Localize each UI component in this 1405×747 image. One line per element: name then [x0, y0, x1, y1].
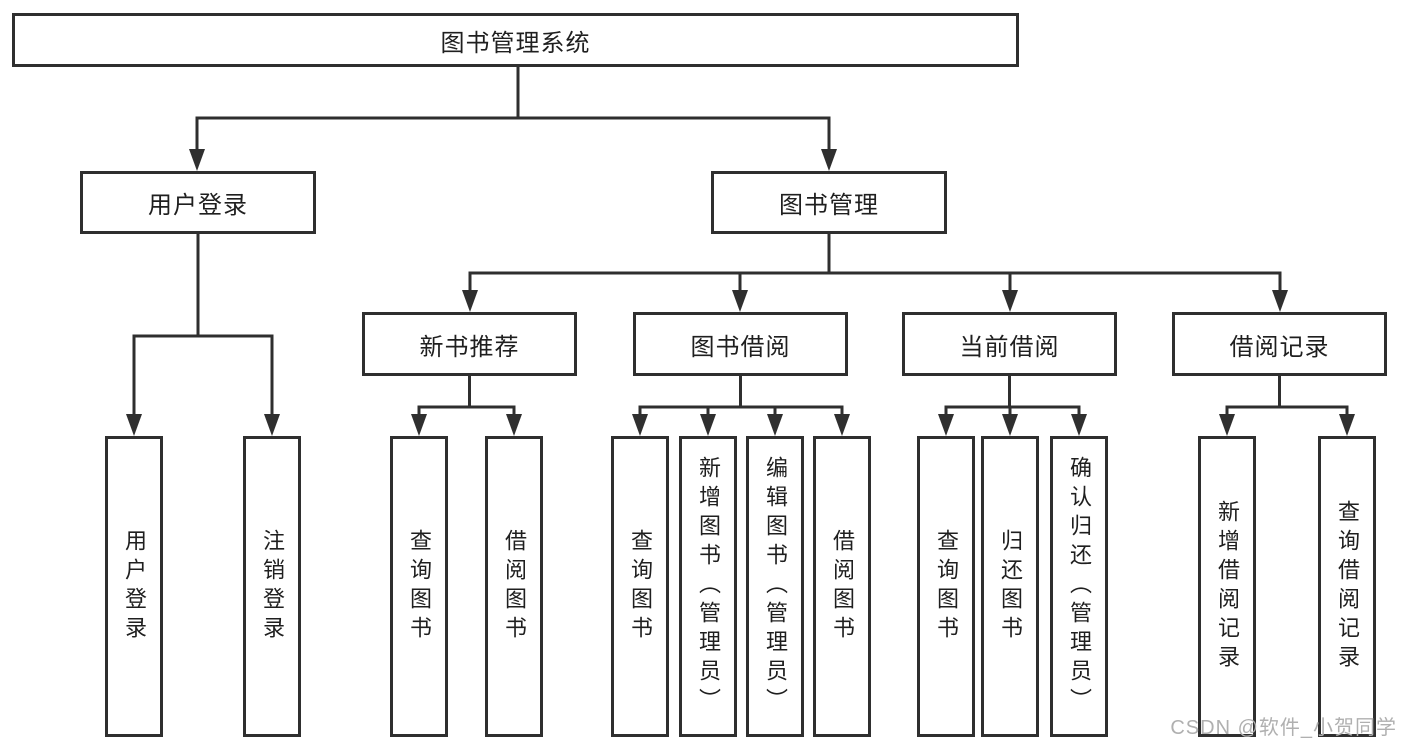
node-borrowing-records: 借阅记录 [1172, 312, 1387, 376]
leaf-label: 查询图书 [934, 528, 959, 645]
node-library-management-system: 图书管理系统 [12, 13, 1019, 67]
node-current-borrowing: 当前借阅 [902, 312, 1117, 376]
leaf-label: 用户登录 [122, 528, 147, 645]
node-new-book-recommendation: 新书推荐 [362, 312, 577, 376]
arrow-down-icon [462, 290, 478, 312]
leaf-return-books: 归还图书 [981, 436, 1039, 737]
arrow-down-icon [834, 414, 850, 436]
arrow-down-icon [1219, 414, 1235, 436]
leaf-label: 确认归还（管理员） [1067, 456, 1092, 717]
node-book-management: 图书管理 [711, 171, 947, 234]
arrow-down-icon [411, 414, 427, 436]
arrow-down-icon [821, 149, 837, 171]
leaf-label: 查询借阅记录 [1335, 499, 1360, 674]
leaf-add-borrow-record: 新增借阅记录 [1198, 436, 1256, 737]
arrow-down-icon [1002, 414, 1018, 436]
edge-book-management [468, 233, 1282, 291]
edge-current-borrowing [944, 374, 1081, 415]
leaf-query-borrow-record: 查询借阅记录 [1318, 436, 1376, 737]
leaf-label: 查询图书 [628, 528, 653, 645]
arrow-down-icon [1339, 414, 1355, 436]
arrow-down-icon [632, 414, 648, 436]
arrow-down-icon [1071, 414, 1087, 436]
edge-root [195, 66, 831, 150]
leaf-query-books-current: 查询图书 [917, 436, 975, 737]
leaf-label: 注销登录 [260, 528, 285, 645]
leaf-confirm-return-admin: 确认归还（管理员） [1050, 436, 1108, 737]
leaf-borrow-books-recommend: 借阅图书 [485, 436, 543, 737]
leaf-query-books-recommend: 查询图书 [390, 436, 448, 737]
arrow-down-icon [1272, 290, 1288, 312]
leaf-label: 新增图书（管理员） [696, 456, 721, 717]
leaf-edit-book-admin: 编辑图书（管理员） [746, 436, 804, 737]
arrow-down-icon [1002, 290, 1018, 312]
arrow-down-icon [506, 414, 522, 436]
edge-user-login [132, 233, 274, 415]
arrow-down-icon [938, 414, 954, 436]
leaf-label: 借阅图书 [830, 528, 855, 645]
arrow-down-icon [126, 414, 142, 436]
leaf-label: 查询图书 [407, 528, 432, 645]
arrow-down-icon [767, 414, 783, 436]
arrow-down-icon [189, 149, 205, 171]
node-user-login: 用户登录 [80, 171, 316, 234]
leaf-label: 新增借阅记录 [1215, 499, 1240, 674]
arrow-down-icon [700, 414, 716, 436]
edge-new-book-recommendation [417, 374, 516, 415]
edge-book-borrowing [638, 374, 844, 415]
arrow-down-icon [732, 290, 748, 312]
leaf-user-login: 用户登录 [105, 436, 163, 737]
watermark: CSDN @软件_小贺同学 [1170, 717, 1397, 739]
leaf-query-books-borrow: 查询图书 [611, 436, 669, 737]
leaf-add-book-admin: 新增图书（管理员） [679, 436, 737, 737]
arrow-down-icon [264, 414, 280, 436]
leaf-label: 归还图书 [998, 528, 1023, 645]
edge-borrowing-records [1225, 374, 1349, 415]
node-book-borrowing: 图书借阅 [633, 312, 848, 376]
leaf-borrow-books: 借阅图书 [813, 436, 871, 737]
leaf-label: 编辑图书（管理员） [763, 456, 788, 717]
leaf-logout: 注销登录 [243, 436, 301, 737]
leaf-label: 借阅图书 [502, 528, 527, 645]
